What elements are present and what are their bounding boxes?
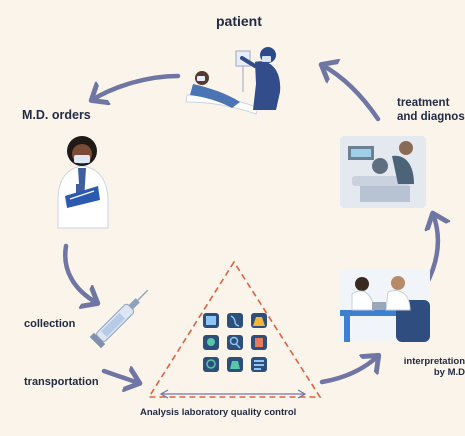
arrow-treatment-to-patient: [322, 65, 381, 122]
label-analysis-quality-control: Analysis laboratory quality control: [140, 407, 297, 418]
lab-analysis-icons: [203, 313, 267, 372]
analysis-triangle: [147, 260, 322, 399]
label-transportation: transportation: [24, 376, 99, 388]
label-interpretation-line2: by M.D: [433, 367, 465, 379]
syringe-icon: [89, 289, 149, 349]
interpretation-illustration: [340, 270, 430, 342]
doctor-illustration: [57, 136, 109, 229]
label-interpretation-line1: interpretation: [403, 356, 465, 367]
arrow-transport-to-analysis: [101, 371, 139, 383]
label-collection: collection: [24, 318, 76, 330]
diagnosis-illustration: [340, 136, 426, 208]
label-treatment-diagnosis: treatment and diagnosis: [397, 97, 465, 125]
arrow-patient-to-orders: [92, 73, 181, 100]
label-md-orders: M.D. orders: [22, 108, 91, 122]
arrow-analysis-to-interp: [319, 356, 378, 385]
label-treatment-line2: and diagnosis: [397, 110, 465, 123]
label-treatment-line1: treatment: [397, 97, 450, 109]
arrow-orders-to-collection: [63, 243, 97, 303]
patient-bed-illustration: [185, 47, 281, 115]
label-patient: patient: [216, 13, 262, 29]
label-interpretation: interpretation by M.D: [374, 356, 465, 379]
